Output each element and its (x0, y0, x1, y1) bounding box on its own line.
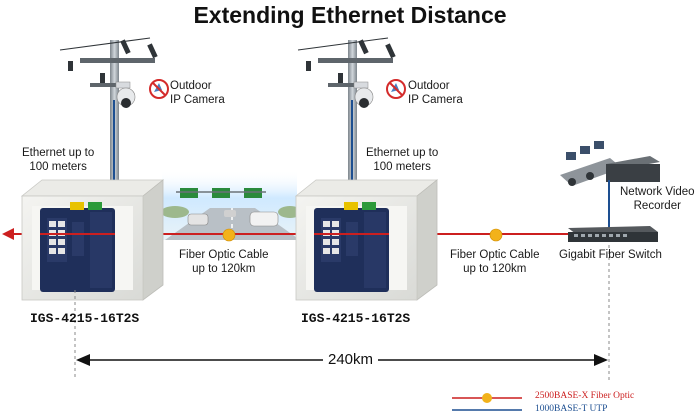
switch-model-right: IGS-4215-16T2S (301, 311, 411, 326)
ethernet-label-right: Ethernet up to 100 meters (366, 147, 439, 173)
camera-label-left: Outdoor IP Camera (170, 80, 225, 106)
gigabit-fiber-switch (568, 226, 658, 242)
legend-utp: 1000BASE-T UTP (535, 404, 608, 414)
weatherproof-icon-left (149, 79, 169, 99)
nvr-label: Network Video Recorder (620, 186, 695, 212)
fiber-link (2, 228, 575, 242)
legend-fiber: 2500BASE-X Fiber Optic (535, 391, 635, 401)
industrial-switch-right (314, 202, 389, 292)
weatherproof-icon-right (386, 79, 406, 99)
camera-label-right: Outdoor IP Camera (408, 80, 463, 106)
distance-label: 240km (323, 351, 379, 368)
legend-lines (452, 393, 522, 411)
fiber-cable-label-right: Fiber Optic Cable up to 120km (450, 249, 540, 275)
industrial-switch-left (40, 202, 115, 292)
diagram-title: Extending Ethernet Distance (193, 2, 507, 28)
network-video-recorder (606, 156, 660, 182)
gigabit-switch-label: Gigabit Fiber Switch (559, 249, 662, 261)
fiber-cable-label-left: Fiber Optic Cable up to 120km (179, 249, 269, 275)
switch-model-left: IGS-4215-16T2S (30, 311, 140, 326)
ethernet-label-left: Ethernet up to 100 meters (22, 147, 95, 173)
ip-camera-right (351, 81, 374, 196)
